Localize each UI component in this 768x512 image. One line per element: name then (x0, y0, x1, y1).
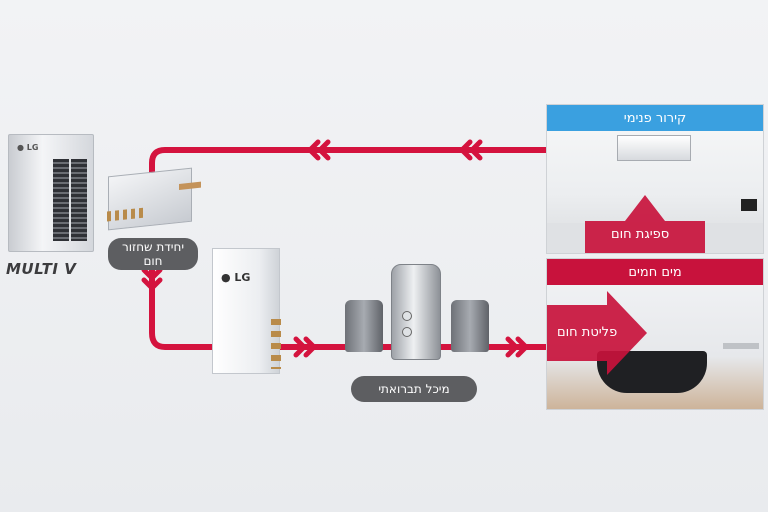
tank-gauge-1 (402, 311, 412, 321)
hydro-kit-logo: ● LG (221, 271, 251, 284)
sanitary-tank-label: מיכל תברואתי (351, 376, 477, 402)
hydro-kit-fittings (271, 319, 281, 369)
heat-absorb-label: ספיגת חום (611, 227, 670, 242)
heat-emit-arrow (547, 291, 647, 375)
heat-recovery-unit (107, 167, 201, 231)
arrow-top-1 (307, 139, 331, 161)
multi-v-logo: MULTI V (6, 260, 77, 278)
hot-water-panel: מים חמים פליטת חום (546, 258, 764, 410)
hot-water-title: מים חמים (547, 259, 763, 285)
wall-shelf (723, 343, 759, 349)
arrow-bottom-1 (293, 336, 317, 358)
lg-logo: ● LG (17, 143, 39, 152)
arrow-bottom-2 (505, 336, 529, 358)
ceiling-cassette-unit (617, 135, 691, 161)
indoor-cooling-title: קירור פנימי (547, 105, 763, 131)
tank-gauge-2 (402, 327, 412, 337)
heat-recovery-label: יחידת שחזור חום (108, 238, 198, 270)
outdoor-unit: ● LG (8, 134, 94, 252)
tv-shape (741, 199, 757, 211)
pipe-stubs (107, 207, 147, 222)
hydro-kit-unit: ● LG (212, 248, 281, 374)
heat-absorb-arrow (585, 195, 705, 253)
fan-grille-left (53, 159, 69, 241)
pump-right (451, 300, 489, 352)
indoor-cooling-panel: קירור פנימי ספיגת חום (546, 104, 764, 254)
sanitary-tank (391, 264, 441, 360)
pipe-top (149, 147, 551, 198)
heat-emit-label: פליטת חום (557, 325, 618, 340)
pump-left (345, 300, 383, 352)
arrow-down-1 (141, 267, 163, 291)
fan-grille-right (71, 159, 87, 241)
pipe-bottom (149, 245, 215, 350)
arrow-top-2 (459, 139, 483, 161)
